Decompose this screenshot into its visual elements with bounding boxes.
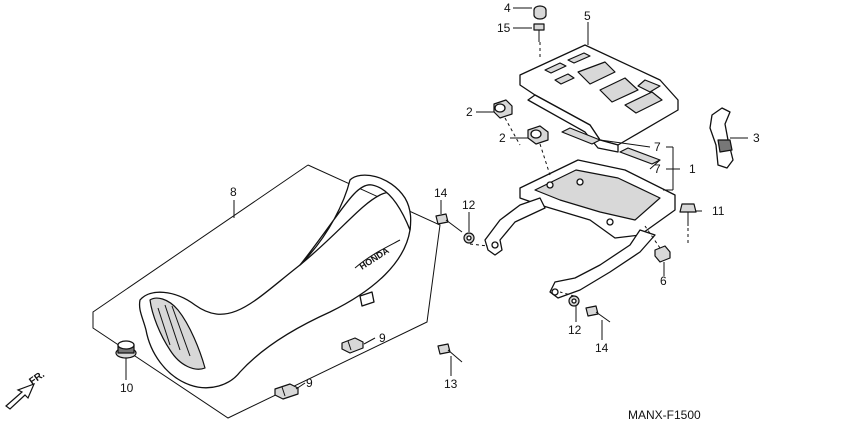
strap-hook-part (709, 107, 734, 169)
callout-7-upper: 7 (654, 140, 661, 154)
washer-12-lower-part (568, 295, 580, 307)
callout-11: 11 (712, 204, 725, 218)
callout-9-lower: 9 (306, 376, 313, 390)
bracket-left-arm (484, 197, 546, 256)
bracket-right-arm (549, 229, 656, 299)
assembly-lines (469, 42, 661, 297)
callout-14-lower: 14 (595, 341, 609, 355)
seat-pad-lower (274, 383, 299, 400)
front-direction-arrow: FR. (5, 369, 47, 410)
callout-13: 13 (444, 377, 458, 391)
callout-6: 6 (660, 274, 667, 288)
callout-2-upper: 2 (466, 105, 473, 119)
callout-15: 15 (497, 21, 511, 35)
washer-12-upper-part (463, 232, 475, 244)
bracket-inner (534, 169, 661, 221)
diagram-code: MANX-F1500 (628, 408, 701, 422)
bolt-14-upper-part (435, 213, 463, 233)
seat-side-panel (149, 297, 206, 370)
callout-7-lower: 7 (654, 162, 661, 176)
bolt-11-part (679, 203, 697, 226)
rear-carrier (519, 44, 679, 153)
carrier-bracket (484, 159, 676, 299)
callout-3: 3 (753, 131, 760, 145)
callout-1: 1 (689, 162, 696, 176)
seat-pad-upper (341, 337, 364, 354)
bolt-15-part (533, 23, 545, 42)
callout-8: 8 (230, 185, 237, 199)
callout-12-lower: 12 (568, 323, 582, 337)
seat-logo-swoosh (354, 239, 401, 269)
callout-14-upper: 14 (434, 186, 448, 200)
carrier-slots (544, 52, 663, 114)
seat-top-surface (299, 174, 412, 266)
front-direction-label: FR. (27, 369, 47, 387)
callout-9-upper: 9 (379, 331, 386, 345)
callout-4: 4 (504, 1, 511, 15)
seat-frame-box (92, 164, 441, 419)
callout-2-lower: 2 (499, 131, 506, 145)
bracket-holes (491, 178, 614, 296)
callout-5: 5 (584, 9, 591, 23)
callout-12-upper: 12 (462, 198, 476, 212)
bolt-14-lower-part (585, 305, 611, 323)
bolt-13-part (437, 343, 463, 363)
seat-mount-tab (359, 291, 375, 307)
seat-pleat-lines (157, 304, 191, 357)
collar-lower (527, 125, 549, 145)
seat-assembly: HONDA (92, 164, 441, 419)
leader-lines (125, 7, 748, 390)
collar-upper (493, 99, 513, 119)
callout-10: 10 (120, 381, 134, 395)
seat-damper-part (115, 340, 137, 359)
seat-body (138, 191, 411, 389)
cap-part (533, 5, 547, 20)
nut-part (654, 245, 671, 263)
